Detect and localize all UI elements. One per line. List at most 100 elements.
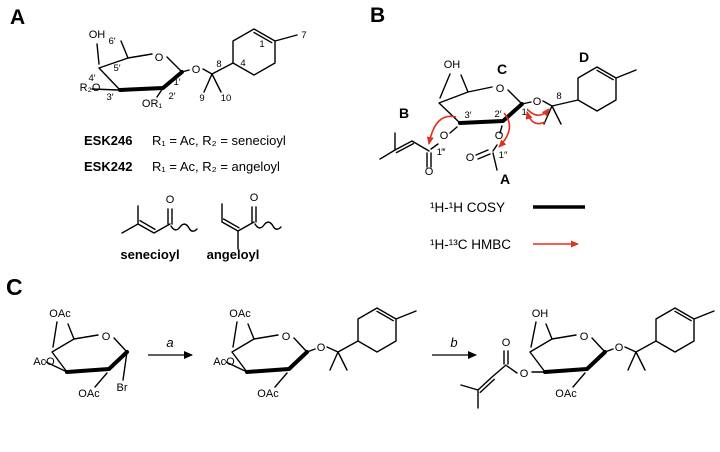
triacetate-bold-bonds (245, 350, 309, 374)
hmbc-arrow-h1-to-c8 (527, 108, 550, 117)
bromide-bold-bonds (65, 350, 129, 374)
locant-6: 6′ (108, 36, 115, 47)
locant-2: 2′ (168, 91, 175, 102)
sugar-bold-front-bonds (118, 70, 184, 92)
senecioyl-carbonyl-o: O (166, 194, 175, 206)
compound-name-esk246: ESK246 (84, 133, 133, 148)
locant-4p: 4′ (88, 73, 95, 84)
senecioyl-ester-oxygen: O (440, 130, 449, 142)
panel-b-structure: OH O C D B A 3′ 2′ 1′ O O 1‴ O O 1″ O 8 (379, 49, 637, 187)
step-a-label: a (166, 335, 173, 350)
carbonyl-oxygen-label: O (502, 337, 511, 349)
ester-oxygen-label: O (520, 368, 529, 380)
hydroxyl-label: OH (444, 59, 461, 71)
panel-b-double-bonds (395, 142, 491, 168)
ring-oxygen-label: O (282, 331, 291, 343)
ring-oxygen-label: O (102, 331, 111, 343)
panel-c-label: C (6, 274, 23, 300)
oac-top-label: OAc (49, 308, 71, 320)
panel-b-label: B (370, 4, 386, 27)
glycosyl-bromide-structure: OAc AcO O OAc Br (33, 308, 129, 400)
hydroxyl-label: OH (89, 29, 106, 41)
hmbc-arrow-methyl-to-c1 (525, 111, 546, 125)
ring-label-b: B (399, 105, 409, 121)
angeloyl-fragment: O (221, 192, 282, 250)
ring-oxygen-label: O (580, 331, 589, 343)
locant-8: 8 (556, 91, 561, 102)
locant-1ppp: 1‴ (437, 147, 446, 158)
senecioyl-carbonyl-oxygen: O (425, 166, 434, 178)
acetyl-carbonyl-oxygen: O (466, 152, 475, 164)
r2o-label: R₂O (80, 82, 101, 94)
aco-left-label: AcO (33, 356, 55, 368)
ring-oxygen-label: O (155, 52, 164, 64)
ring-label-d: D (579, 49, 589, 65)
step-b-label: b (450, 335, 457, 350)
ring-oxygen-label: O (496, 83, 505, 95)
angeloyl-carbonyl-o: O (250, 192, 259, 204)
glycosidic-oxygen-label: O (615, 342, 624, 354)
cosy-legend-label: ¹H-¹H COSY (430, 200, 505, 215)
glycosidic-oxygen-label: O (192, 64, 201, 76)
angeloyl-squiggle-bond (254, 221, 282, 230)
aco-left-label: AcO (213, 356, 235, 368)
product-bold-bonds (543, 350, 607, 374)
acetyl-ester-oxygen: O (495, 130, 504, 142)
triacetate-cyclohexene-ring (357, 307, 417, 353)
angeloyl-bonds (221, 203, 257, 250)
locant-1pp: 1″ (499, 150, 508, 161)
panel-b-cyclohexene-ring (577, 66, 637, 112)
compound-name-esk242: ESK242 (84, 159, 133, 174)
bromide-label: Br (117, 382, 128, 394)
locant-5: 5′ (113, 63, 120, 74)
compound-definition-esk242: R₁ = Ac, R₂ = angeloyl (152, 159, 280, 174)
senecioyl-product-structure: OH O O O OAc O (460, 307, 715, 409)
triacetate-glycoside-structure: OAc AcO O OAc O (213, 307, 417, 400)
oac-bottom-label: OAc (555, 388, 577, 400)
product-double-bonds (479, 350, 509, 394)
senecioyl-fragment: O (121, 194, 198, 234)
senecioyl-squiggle-bond (170, 223, 198, 232)
ring-label-c: C (497, 61, 507, 77)
locant-3: 3′ (106, 92, 113, 103)
or1-label: OR₁ (142, 98, 163, 110)
locant-1p: 1′ (173, 77, 180, 88)
oac-top-label: OAc (229, 308, 251, 320)
bromide-bonds (45, 321, 128, 388)
reaction-step-b: b (432, 335, 477, 359)
senecioyl-bonds (121, 205, 173, 234)
ring-label-a: A (500, 171, 510, 187)
locant-4: 4 (240, 58, 245, 69)
locant-1: 1 (259, 39, 264, 50)
panel-b-legend: ¹H-¹H COSY ¹H-¹³C HMBC (430, 200, 585, 252)
reaction-step-a: a (148, 335, 193, 359)
locant-2: 2′ (494, 109, 501, 120)
locant-8: 8 (216, 59, 221, 70)
locant-10: 10 (221, 93, 232, 104)
hmbc-arrow-h2-to-c1pp (498, 112, 511, 148)
cyclohexene-ring (232, 28, 298, 76)
sugar-ring-bonds (91, 40, 234, 98)
hmbc-legend-label: ¹H-¹³C HMBC (430, 237, 511, 252)
panel-a-label: A (10, 6, 26, 29)
hmbc-arrows (426, 108, 550, 148)
panel-a-glycoside-structure: OH O R₂O OR₁ 6′ 5′ 4′ 3′ 2′ 1′ O 8 9 10 … (80, 28, 307, 110)
angeloyl-name-label: angeloyl (206, 247, 260, 262)
locant-3: 3′ (464, 110, 471, 121)
glycosidic-oxygen-label: O (533, 96, 542, 108)
compound-definition-esk246: R₁ = Ac, R₂ = senecioyl (152, 133, 286, 148)
locant-1: 1′ (521, 107, 528, 118)
hydroxyl-label: OH (532, 308, 549, 320)
panel-b-cosy-bold-bonds (458, 102, 524, 125)
product-bonds (460, 321, 657, 409)
triacetate-bonds (225, 321, 359, 388)
product-cyclohexene-ring (655, 307, 715, 353)
locant-7: 7 (301, 30, 306, 41)
oac-bottom-label: OAc (257, 388, 279, 400)
senecioyl-name-label: senecioyl (120, 247, 180, 262)
glycosidic-oxygen-label: O (317, 342, 326, 354)
oac-bottom-label: OAc (78, 388, 100, 400)
locant-9: 9 (199, 93, 204, 104)
